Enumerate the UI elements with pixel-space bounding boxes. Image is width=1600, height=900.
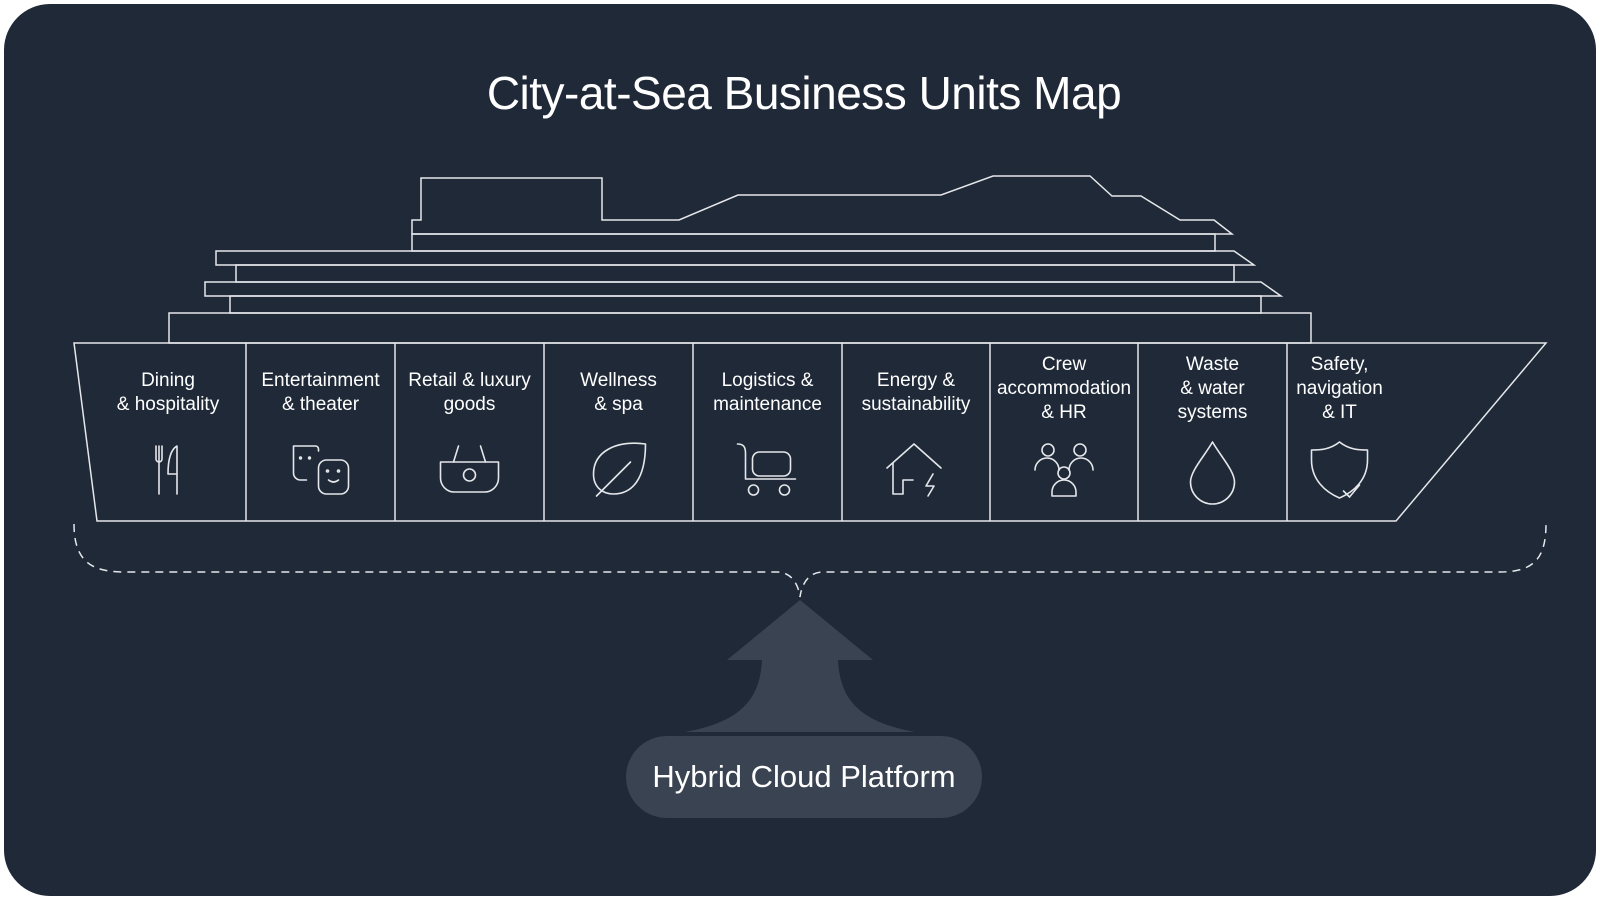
business-unit-label-line: maintenance (713, 394, 822, 415)
diagram-card: City-at-Sea Business Units Map Dining & h… (4, 4, 1596, 896)
business-unit-label-line: Wellness (580, 370, 657, 391)
theater-masks-icon (292, 445, 350, 495)
business-unit-label: Dining & hospitality (117, 370, 220, 415)
business-unit-label: Safety, navigation & IT (1296, 354, 1383, 423)
shopping-basket-icon (439, 445, 500, 493)
ship-deck-5 (229, 295, 1262, 314)
ship-hull (73, 342, 1548, 522)
business-unit-label-line: sustainability (862, 394, 971, 415)
business-unit-label-line: goods (444, 394, 496, 415)
business-unit-label: Crew accommodation & HR (997, 354, 1131, 423)
ship-deck-1 (411, 233, 1216, 252)
shield-check-icon (1310, 441, 1369, 499)
business-unit-label-line: & IT (1322, 402, 1357, 423)
platform-brace (73, 523, 1547, 598)
business-unit-label: Entertainment & theater (261, 370, 380, 415)
platform-pill: Hybrid Cloud Platform (626, 736, 982, 818)
platform-label: Hybrid Cloud Platform (652, 759, 956, 794)
business-unit: Wellness & spa (580, 370, 657, 497)
cart-icon (736, 443, 797, 496)
business-unit-label-line: & hospitality (117, 394, 220, 415)
business-unit-label: Energy & sustainability (862, 370, 971, 415)
business-unit-label-line: accommodation (997, 378, 1131, 399)
business-unit-label-line: systems (1178, 402, 1248, 423)
business-unit-label-line: & theater (282, 394, 360, 415)
business-unit-label-line: Safety, (1311, 354, 1369, 375)
business-unit: Logistics & maintenance (713, 370, 822, 496)
business-unit-label: Waste & water systems (1178, 354, 1248, 423)
business-unit: Retail & luxury goods (408, 370, 531, 493)
people-icon (1034, 443, 1094, 497)
ship-diagram: Dining & hospitality Entertainment & theate… (73, 175, 1548, 732)
business-unit-label-line: Dining (141, 370, 195, 391)
business-unit-label: Wellness & spa (580, 370, 657, 415)
business-unit-label-line: Logistics & (722, 370, 814, 391)
ship-deck-3 (235, 264, 1235, 283)
ship-deck-6 (168, 312, 1312, 344)
business-unit-label-line: Retail & luxury (408, 370, 531, 391)
page-title: City-at-Sea Business Units Map (486, 67, 1122, 119)
business-unit: Safety, navigation & IT (1296, 354, 1383, 499)
platform-arrow (685, 600, 915, 732)
business-unit-label-line: Entertainment (261, 370, 380, 391)
business-unit-label-line: Crew (1042, 354, 1087, 375)
house-energy-icon (886, 443, 942, 497)
business-unit-label-line: Energy & (877, 370, 955, 391)
ship-deck-4 (204, 281, 1284, 297)
business-unit: Waste & water systems (1178, 354, 1248, 505)
business-unit-label: Retail & luxury goods (408, 370, 531, 415)
business-unit-label-line: & water (1180, 378, 1245, 399)
ship-deck-2 (215, 250, 1257, 266)
ship-bridge-outline (411, 175, 1235, 235)
business-unit: Energy & sustainability (862, 370, 971, 497)
fork-knife-icon (155, 445, 178, 495)
business-unit-label: Logistics & maintenance (713, 370, 822, 415)
business-unit-label-line: Waste (1186, 354, 1239, 375)
leaf-icon (592, 442, 647, 497)
business-unit: Dining & hospitality (117, 370, 220, 495)
business-unit-label-line: navigation (1296, 378, 1383, 399)
business-unit-label-line: & spa (594, 394, 643, 415)
business-unit: Crew accommodation & HR (997, 354, 1131, 497)
water-drop-icon (1189, 441, 1236, 505)
business-unit: Entertainment & theater (261, 370, 380, 495)
business-unit-label-line: & HR (1041, 402, 1086, 423)
